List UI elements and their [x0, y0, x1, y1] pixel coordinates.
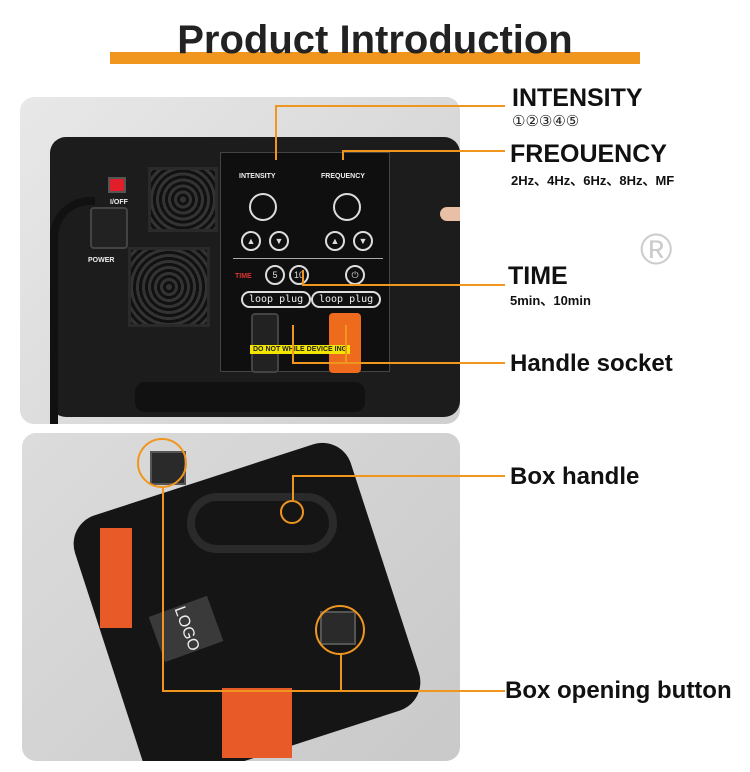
frequency-down-button[interactable]: ▼ [353, 231, 373, 251]
intensity-down-button[interactable]: ▼ [269, 231, 289, 251]
time-title: TIME [508, 262, 568, 290]
time-callout-v [302, 270, 304, 285]
title-underline [110, 52, 640, 64]
case-exterior-photo: LOGO [22, 433, 460, 761]
socket-callout-v2 [345, 325, 347, 363]
case-side-bottom [222, 688, 292, 758]
button-callout-h [162, 690, 505, 692]
button-callout-v1 [162, 488, 164, 691]
socket-callout-h [292, 362, 505, 364]
intensity-indicator [249, 193, 277, 221]
fan-top [148, 167, 218, 232]
panel-time-label: TIME [235, 273, 252, 280]
button-circle-2 [315, 605, 365, 655]
device-panel-photo: I/OFF POWER INTENSITY FREQUENCY ▲ ▼ ▲ ▼ … [20, 97, 460, 424]
handle-callout-h [292, 475, 505, 477]
start-button[interactable]: ⏻ [345, 265, 365, 285]
button-circle-1 [137, 438, 187, 488]
finger [440, 207, 460, 221]
frequency-callout-v [342, 150, 344, 160]
box-opening-button-label: Box opening button [505, 677, 732, 704]
loop-plug-label-2: loop plug [311, 291, 382, 308]
intensity-callout-v [275, 105, 277, 160]
registered-watermark: ® [640, 225, 673, 274]
box-handle [187, 493, 337, 553]
power-label: POWER [88, 257, 115, 264]
warning-sticker: DO NOT WHILE DEVICE ING [250, 345, 351, 354]
power-socket [90, 207, 128, 249]
fan-bottom [128, 247, 210, 327]
onoff-label: I/OFF [110, 199, 128, 206]
page-title: Product Introduction [177, 18, 573, 62]
socket-callout-v1 [292, 325, 294, 363]
frequency-title: FREOUENCY [510, 140, 667, 168]
control-panel: INTENSITY FREQUENCY ▲ ▼ ▲ ▼ TIME 5 10 ⏻ … [220, 152, 390, 373]
time-values: 5min、10min [510, 293, 591, 308]
panel-divider [233, 258, 383, 259]
panel-frequency-label: FREQUENCY [321, 173, 365, 180]
frequency-callout-h [342, 150, 505, 152]
intensity-callout-h [275, 105, 505, 107]
time-callout-h [302, 284, 505, 286]
intensity-title: INTENSITY [512, 84, 643, 112]
power-cable [50, 197, 95, 424]
panel-intensity-label: INTENSITY [239, 173, 276, 180]
case-handle [135, 382, 365, 412]
handle-callout-v [292, 475, 294, 500]
frequency-indicator [333, 193, 361, 221]
box-handle-label: Box handle [510, 463, 640, 490]
frequency-values: 2Hz、4Hz、6Hz、8Hz、MF [511, 173, 675, 188]
power-switch [108, 177, 126, 193]
frequency-up-button[interactable]: ▲ [325, 231, 345, 251]
button-callout-v2 [340, 655, 342, 691]
handle-circle [280, 500, 304, 524]
intensity-values: ①②③④⑤ [512, 112, 580, 130]
loop-plug-label-1: loop plug [241, 291, 312, 308]
case-side-top [100, 528, 132, 628]
time-5-button[interactable]: 5 [265, 265, 285, 285]
intensity-up-button[interactable]: ▲ [241, 231, 261, 251]
handle-socket-label: Handle socket [510, 350, 673, 377]
black-handle-plug [251, 313, 279, 373]
time-10-button[interactable]: 10 [289, 265, 309, 285]
